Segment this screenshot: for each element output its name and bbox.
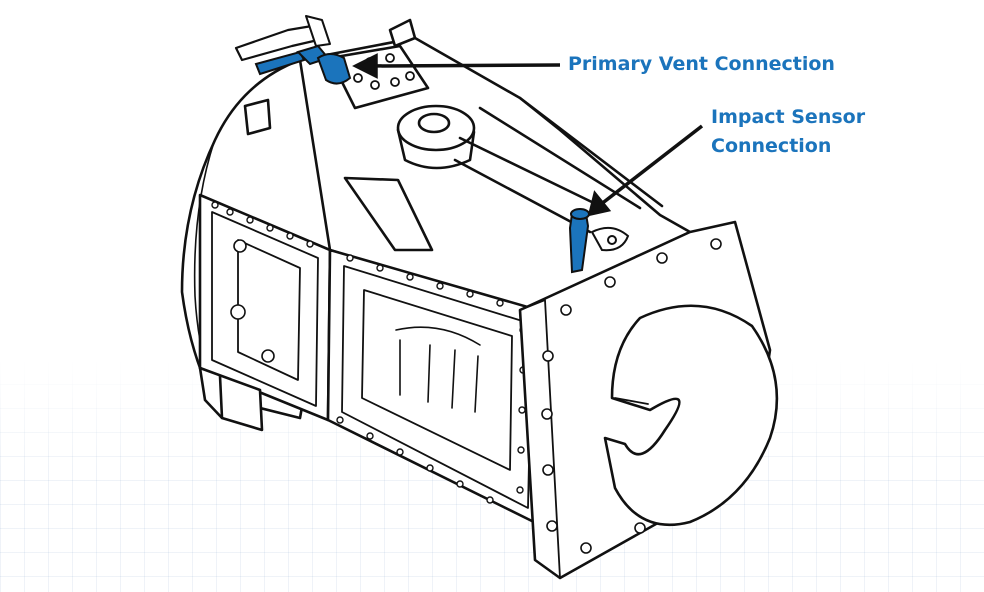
top-mounting-plate — [328, 44, 430, 110]
bottom-legs — [198, 366, 264, 432]
primary-vent-fitting — [254, 44, 352, 85]
front-bore-opening — [603, 304, 779, 527]
impact-sensor-callout-line-1: Impact Sensor — [711, 106, 866, 128]
primary-vent-callout: Primary Vent Connection — [568, 50, 835, 79]
sensor-leader-arrow — [587, 124, 704, 217]
impact-sensor-callout: Impact Sensor Connection — [711, 103, 865, 161]
vent-leader-arrow — [352, 53, 561, 79]
primary-vent-callout-line: Primary Vent Connection — [568, 53, 835, 75]
gusset — [343, 176, 434, 252]
impact-sensor-fitting — [568, 208, 590, 274]
impact-sensor-callout-line-2: Connection — [711, 135, 832, 157]
